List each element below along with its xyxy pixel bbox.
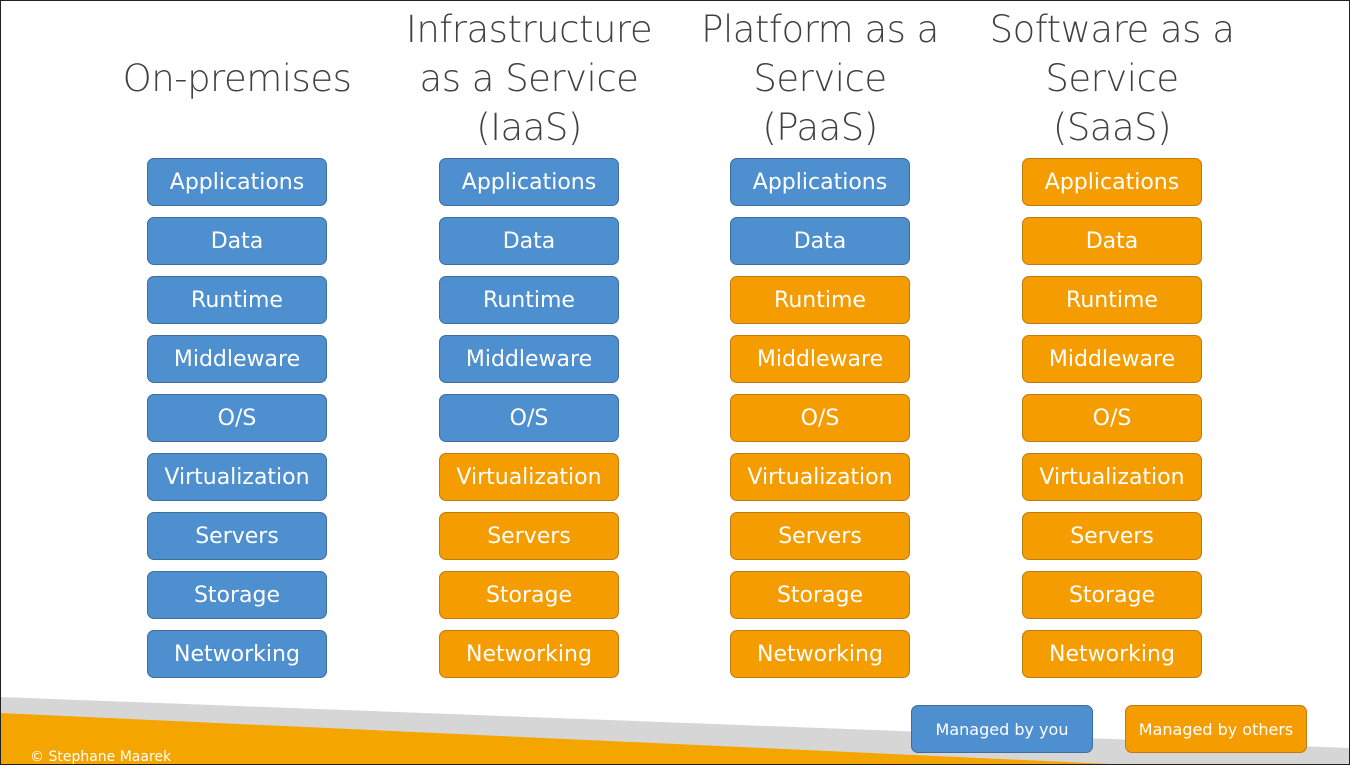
title-line: Infrastructure bbox=[405, 8, 653, 51]
title-line: Service bbox=[753, 57, 887, 100]
layer-label: Networking bbox=[1049, 641, 1175, 667]
layer-servers-managed-by-others: Servers bbox=[1022, 512, 1202, 560]
title-line: Software as a bbox=[989, 8, 1235, 51]
layer-os-managed-by-others: O/S bbox=[1022, 394, 1202, 442]
layer-label: Networking bbox=[757, 641, 883, 667]
layer-label: O/S bbox=[1092, 405, 1132, 431]
column-title: On-premises bbox=[87, 54, 387, 103]
legend-managed-by-others: Managed by others bbox=[1125, 705, 1307, 753]
layer-label: Storage bbox=[776, 582, 864, 608]
layer-label: Data bbox=[1085, 228, 1139, 254]
layer-servers-managed-by-others: Servers bbox=[439, 512, 619, 560]
layer-virtualization-managed-by-you: Virtualization bbox=[147, 453, 327, 501]
layer-runtime-managed-by-others: Runtime bbox=[730, 276, 910, 324]
layer-data-managed-by-you: Data bbox=[730, 217, 910, 265]
layer-networking-managed-by-others: Networking bbox=[439, 630, 619, 678]
title-line: (SaaS) bbox=[1052, 106, 1172, 149]
layer-label: O/S bbox=[800, 405, 840, 431]
title-line: On-premises bbox=[122, 57, 352, 100]
layer-networking-managed-by-others: Networking bbox=[1022, 630, 1202, 678]
layer-label: Virtualization bbox=[747, 464, 893, 490]
layer-virtualization-managed-by-others: Virtualization bbox=[439, 453, 619, 501]
layer-label: O/S bbox=[509, 405, 549, 431]
layer-label: Servers bbox=[1070, 523, 1154, 549]
layer-middleware-managed-by-you: Middleware bbox=[147, 335, 327, 383]
layer-storage-managed-by-others: Storage bbox=[730, 571, 910, 619]
layer-data-managed-by-others: Data bbox=[1022, 217, 1202, 265]
layer-label: Virtualization bbox=[1039, 464, 1185, 490]
layer-networking-managed-by-others: Networking bbox=[730, 630, 910, 678]
layer-label: Servers bbox=[778, 523, 862, 549]
layer-middleware-managed-by-you: Middleware bbox=[439, 335, 619, 383]
layer-virtualization-managed-by-others: Virtualization bbox=[730, 453, 910, 501]
orange-stripe bbox=[0, 713, 1350, 765]
layer-label: Runtime bbox=[1066, 287, 1158, 313]
layer-label: Virtualization bbox=[456, 464, 602, 490]
layer-label: Data bbox=[502, 228, 556, 254]
copyright: © Stephane Maarek bbox=[30, 749, 172, 765]
layer-virtualization-managed-by-others: Virtualization bbox=[1022, 453, 1202, 501]
layer-label: Applications bbox=[461, 169, 597, 195]
column-title: Infrastructure as a Service (IaaS) bbox=[379, 5, 679, 152]
layer-applications-managed-by-you: Applications bbox=[439, 158, 619, 206]
layer-storage-managed-by-others: Storage bbox=[439, 571, 619, 619]
title-line: as a Service bbox=[419, 57, 639, 100]
layer-label: Applications bbox=[752, 169, 888, 195]
layer-os-managed-by-you: O/S bbox=[439, 394, 619, 442]
layer-applications-managed-by-you: Applications bbox=[147, 158, 327, 206]
layer-label: Storage bbox=[1068, 582, 1156, 608]
layer-label: Runtime bbox=[191, 287, 283, 313]
layer-runtime-managed-by-others: Runtime bbox=[1022, 276, 1202, 324]
layer-label: Middleware bbox=[465, 346, 593, 372]
layer-servers-managed-by-you: Servers bbox=[147, 512, 327, 560]
layer-os-managed-by-you: O/S bbox=[147, 394, 327, 442]
layer-servers-managed-by-others: Servers bbox=[730, 512, 910, 560]
legend-label: Managed by you bbox=[935, 719, 1069, 739]
layer-middleware-managed-by-others: Middleware bbox=[730, 335, 910, 383]
layer-data-managed-by-you: Data bbox=[147, 217, 327, 265]
layer-data-managed-by-you: Data bbox=[439, 217, 619, 265]
layer-runtime-managed-by-you: Runtime bbox=[147, 276, 327, 324]
layer-label: Data bbox=[793, 228, 847, 254]
layer-label: Storage bbox=[193, 582, 281, 608]
layer-middleware-managed-by-others: Middleware bbox=[1022, 335, 1202, 383]
layer-label: Servers bbox=[487, 523, 571, 549]
title-line: Platform as a bbox=[701, 8, 939, 51]
layer-label: Runtime bbox=[483, 287, 575, 313]
layer-label: Networking bbox=[466, 641, 592, 667]
layer-storage-managed-by-you: Storage bbox=[147, 571, 327, 619]
column-title: Platform as a Service (PaaS) bbox=[670, 5, 970, 152]
layer-label: Data bbox=[210, 228, 264, 254]
legend-managed-by-you: Managed by you bbox=[911, 705, 1093, 753]
layer-label: O/S bbox=[217, 405, 257, 431]
layer-os-managed-by-others: O/S bbox=[730, 394, 910, 442]
layer-label: Runtime bbox=[774, 287, 866, 313]
layer-storage-managed-by-others: Storage bbox=[1022, 571, 1202, 619]
layer-label: Applications bbox=[1044, 169, 1180, 195]
layer-networking-managed-by-you: Networking bbox=[147, 630, 327, 678]
layer-label: Networking bbox=[174, 641, 300, 667]
layer-runtime-managed-by-you: Runtime bbox=[439, 276, 619, 324]
layer-label: Middleware bbox=[756, 346, 884, 372]
title-line: (IaaS) bbox=[476, 106, 582, 149]
column-title: Software as a Service (SaaS) bbox=[962, 5, 1262, 152]
layer-label: Applications bbox=[169, 169, 305, 195]
layer-applications-managed-by-you: Applications bbox=[730, 158, 910, 206]
layer-label: Servers bbox=[195, 523, 279, 549]
layer-label: Middleware bbox=[1048, 346, 1176, 372]
layer-label: Middleware bbox=[173, 346, 301, 372]
layer-label: Storage bbox=[485, 582, 573, 608]
title-line: (PaaS) bbox=[762, 106, 878, 149]
layer-applications-managed-by-others: Applications bbox=[1022, 158, 1202, 206]
title-line: Service bbox=[1045, 57, 1179, 100]
legend-label: Managed by others bbox=[1138, 719, 1294, 739]
layer-label: Virtualization bbox=[164, 464, 310, 490]
